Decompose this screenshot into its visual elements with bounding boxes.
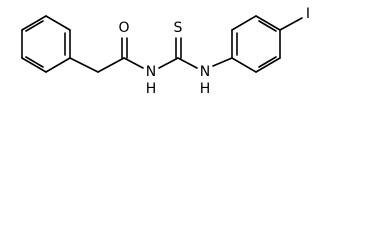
bond-benzene-1 xyxy=(45,15,71,31)
bond-benzene-4 xyxy=(21,57,47,73)
bond-aryl-inner-2 xyxy=(258,20,277,32)
bond-n-aryl xyxy=(212,57,233,67)
bond-c-iodine xyxy=(279,17,303,31)
atom-oxygen-label: O xyxy=(118,20,129,36)
bond-benzene-3 xyxy=(45,57,71,73)
structure-diagram: O S N H N H I xyxy=(21,6,310,97)
bond-benzene-inner-3 xyxy=(25,20,44,32)
bond-aryl-3 xyxy=(255,15,281,31)
bond-benzene-inner-2 xyxy=(25,56,44,68)
atom-sulfur-label: S xyxy=(174,20,183,36)
atom-nitrogen-amide-label: N xyxy=(146,64,156,80)
bond-ring-ch2 xyxy=(69,57,99,73)
bond-layer xyxy=(21,15,303,73)
bond-aryl-2 xyxy=(231,15,257,31)
bond-carbonyl-n xyxy=(123,57,144,69)
bond-aryl-6 xyxy=(231,57,257,73)
atom-hydrogen-amide-label: H xyxy=(146,81,157,97)
label-layer: O S N H N H I xyxy=(118,6,310,97)
atom-iodine-label: I xyxy=(306,6,310,22)
bond-n-thio xyxy=(158,57,179,69)
bond-benzene-6 xyxy=(21,15,47,31)
bond-aryl-5 xyxy=(255,57,281,73)
atom-hydrogen-aryl-label: H xyxy=(200,81,211,97)
bond-thio-n xyxy=(177,57,198,69)
bond-aryl-inner-3 xyxy=(258,56,277,68)
atom-nitrogen-aryl-label: N xyxy=(200,64,210,80)
bond-ch2-carbonyl xyxy=(97,57,125,73)
